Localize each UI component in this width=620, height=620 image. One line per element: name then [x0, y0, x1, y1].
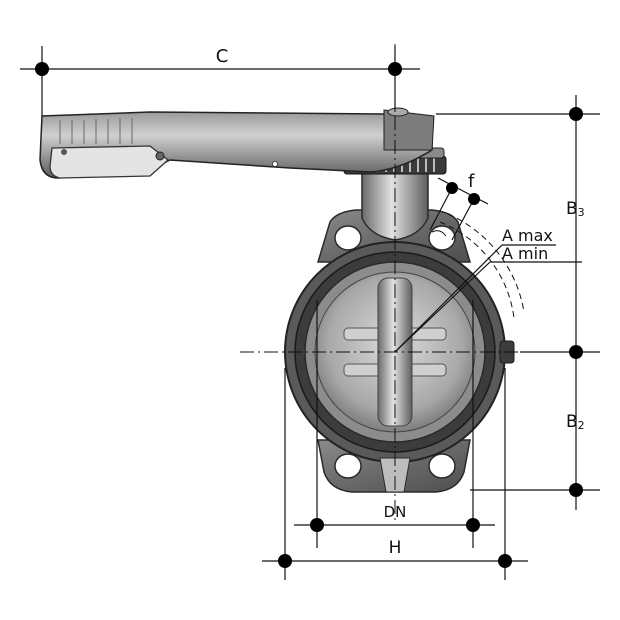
label-h: H [389, 538, 402, 558]
label-b3: B3 [566, 199, 585, 219]
center-lines [240, 44, 540, 520]
label-a-min: A min [502, 244, 548, 263]
label-b2: B2 [566, 412, 585, 432]
label-c: C [216, 46, 229, 67]
label-f: f [468, 171, 475, 192]
bolt-hole [334, 225, 362, 251]
dimension-lines [20, 46, 600, 580]
label-dn: DN [384, 503, 407, 521]
bolt-hole [428, 453, 456, 479]
bolt-hole [334, 453, 362, 479]
label-a-max: A max [502, 226, 553, 245]
valve-handle [39, 107, 435, 179]
bolt-hole [428, 225, 456, 251]
dimension-labels: C B3 B2 f A max A min DN H [216, 46, 585, 558]
